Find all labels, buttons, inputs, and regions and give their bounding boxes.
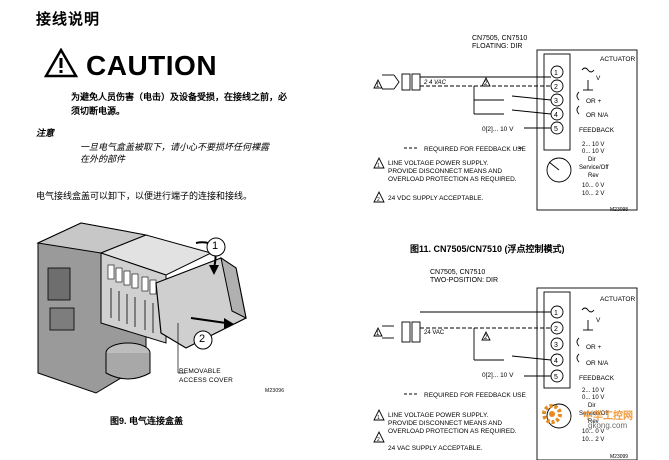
svg-text:M23098: M23098 xyxy=(610,207,628,213)
svg-text:2: 2 xyxy=(554,84,558,91)
section-title: 接线说明 xyxy=(36,11,101,28)
caution-label: CAUTION xyxy=(86,50,218,81)
svg-text:10... 2 V: 10... 2 V xyxy=(582,437,604,443)
svg-text:LINE VOLTAGE POWER SUPPLY.: LINE VOLTAGE POWER SUPPLY. xyxy=(388,160,488,167)
svg-text:10... 0 V: 10... 0 V xyxy=(582,429,604,435)
two-position-wiring-diagram: CN7505, CN7510 TWO-POSITION: DIR ACTUATO… xyxy=(373,269,638,460)
svg-text:10... 2 V: 10... 2 V xyxy=(582,191,604,197)
svg-text:ACTUATOR: ACTUATOR xyxy=(600,296,635,303)
svg-text:2... 10 V: 2... 10 V xyxy=(582,142,604,148)
svg-text:OR N/A: OR N/A xyxy=(586,112,609,119)
cover-label-1: REMOVABLE xyxy=(179,368,221,375)
figure9-caption: 图9. 电气连接盒盖 xyxy=(110,416,184,426)
svg-text:Rev: Rev xyxy=(588,419,599,425)
svg-text:24 VDC SUPPLY ACCEPTABLE.: 24 VDC SUPPLY ACCEPTABLE. xyxy=(388,195,484,202)
cover-label-2: ACCESS COVER xyxy=(179,377,234,384)
svg-text:PROVIDE DISCONNECT MEANS AND: PROVIDE DISCONNECT MEANS AND xyxy=(388,168,502,175)
svg-text:0[2]... 10 V: 0[2]... 10 V xyxy=(482,372,514,379)
svg-text:V: V xyxy=(596,75,601,82)
svg-text:1: 1 xyxy=(554,70,558,77)
svg-text:ACTUATOR: ACTUATOR xyxy=(600,56,635,63)
svg-text:LINE VOLTAGE POWER SUPPLY.: LINE VOLTAGE POWER SUPPLY. xyxy=(388,412,488,419)
watermark-name: 中华工控网 xyxy=(583,411,633,422)
svg-text:2: 2 xyxy=(554,326,558,333)
svg-text:1: 1 xyxy=(376,331,380,337)
svg-text:24 VAC SUPPLY ACCEPTABLE.: 24 VAC SUPPLY ACCEPTABLE. xyxy=(388,445,483,452)
note-heading: 注意 xyxy=(36,128,55,138)
svg-text:0[2]... 10 V: 0[2]... 10 V xyxy=(482,126,514,133)
svg-text:Service/Off: Service/Off xyxy=(579,165,609,171)
svg-text:FEEDBACK: FEEDBACK xyxy=(579,127,615,134)
body-text: 电气接线盒盖可以卸下，以便进行端子的连接和接线。 xyxy=(36,191,253,201)
svg-text:2 4 VAC: 2 4 VAC xyxy=(423,80,447,86)
svg-text:2: 2 xyxy=(484,81,488,87)
svg-text:PROVIDE DISCONNECT MEANS AND: PROVIDE DISCONNECT MEANS AND xyxy=(388,420,502,427)
callout-1: 1 xyxy=(212,240,219,252)
svg-text:CN7505, CN7510: CN7505, CN7510 xyxy=(472,35,527,42)
floating-wiring-diagram: CN7505, CN7510 FLOATING: DIR ACTUATOR V … xyxy=(373,35,638,213)
svg-text:2: 2 xyxy=(484,335,488,341)
svg-text:OR N/A: OR N/A xyxy=(586,360,609,367)
svg-text:3: 3 xyxy=(554,98,558,105)
warning-triangle-icon xyxy=(44,48,78,78)
svg-text:1: 1 xyxy=(554,310,558,317)
svg-text:Dir: Dir xyxy=(588,157,596,163)
svg-text:5: 5 xyxy=(554,374,558,381)
svg-text:1: 1 xyxy=(377,163,380,169)
figure11-caption: 图11. CN7505/CN7510 (浮点控制模式) xyxy=(410,244,565,254)
access-cover-illustration xyxy=(36,213,292,398)
svg-text:FLOATING: DIR: FLOATING: DIR xyxy=(472,43,522,50)
svg-text:M23099: M23099 xyxy=(610,454,628,460)
svg-text:CN7505, CN7510: CN7505, CN7510 xyxy=(430,269,485,276)
svg-text:0... 10 V: 0... 10 V xyxy=(582,395,604,401)
svg-text:1: 1 xyxy=(377,415,380,421)
svg-text:FEEDBACK: FEEDBACK xyxy=(579,375,615,382)
svg-text:OR +: OR + xyxy=(586,98,602,105)
note-line-2: 在外的部件 xyxy=(80,154,126,164)
svg-text:1: 1 xyxy=(376,83,380,89)
svg-text:2: 2 xyxy=(377,197,380,203)
svg-text:REQUIRED FOR FEEDBACK USE: REQUIRED FOR FEEDBACK USE xyxy=(424,146,527,153)
svg-text:4: 4 xyxy=(554,112,558,119)
callout-2: 2 xyxy=(199,333,206,345)
caution-line-1: 为避免人员伤害（电击）及设备受损，在接线之前，必 xyxy=(71,92,288,102)
svg-text:Rev: Rev xyxy=(588,173,599,179)
gear-watermark-icon xyxy=(542,404,562,424)
svg-text:3: 3 xyxy=(554,342,558,349)
svg-text:OVERLOAD PROTECTION AS REQUIRE: OVERLOAD PROTECTION AS REQUIRED. xyxy=(388,428,517,435)
svg-text:Dir: Dir xyxy=(588,403,596,409)
svg-text:OR +: OR + xyxy=(586,344,602,351)
figure9-code: M23096 xyxy=(265,388,285,394)
svg-text:0... 10 V: 0... 10 V xyxy=(582,149,604,155)
svg-text:Service/Off: Service/Off xyxy=(579,411,609,417)
watermark-url: gkong.com xyxy=(588,421,628,430)
svg-text:10... 0 V: 10... 0 V xyxy=(582,183,604,189)
svg-text:5: 5 xyxy=(554,126,558,133)
svg-text:REQUIRED FOR FEEDBACK USE: REQUIRED FOR FEEDBACK USE xyxy=(424,392,527,399)
caution-line-2: 须切断电源。 xyxy=(71,106,126,116)
svg-text:2: 2 xyxy=(377,437,380,443)
svg-text:V: V xyxy=(596,317,601,324)
svg-text:2... 10 V: 2... 10 V xyxy=(582,388,604,394)
note-line-1: 一旦电气盒盖被取下，请小心不要损坏任何裸露 xyxy=(80,142,270,152)
svg-text:24 VAC: 24 VAC xyxy=(424,330,445,336)
svg-text:TWO-POSITION: DIR: TWO-POSITION: DIR xyxy=(430,277,498,284)
svg-text:4: 4 xyxy=(554,358,558,365)
svg-text:OVERLOAD PROTECTION AS REQUIRE: OVERLOAD PROTECTION AS REQUIRED. xyxy=(388,176,517,183)
